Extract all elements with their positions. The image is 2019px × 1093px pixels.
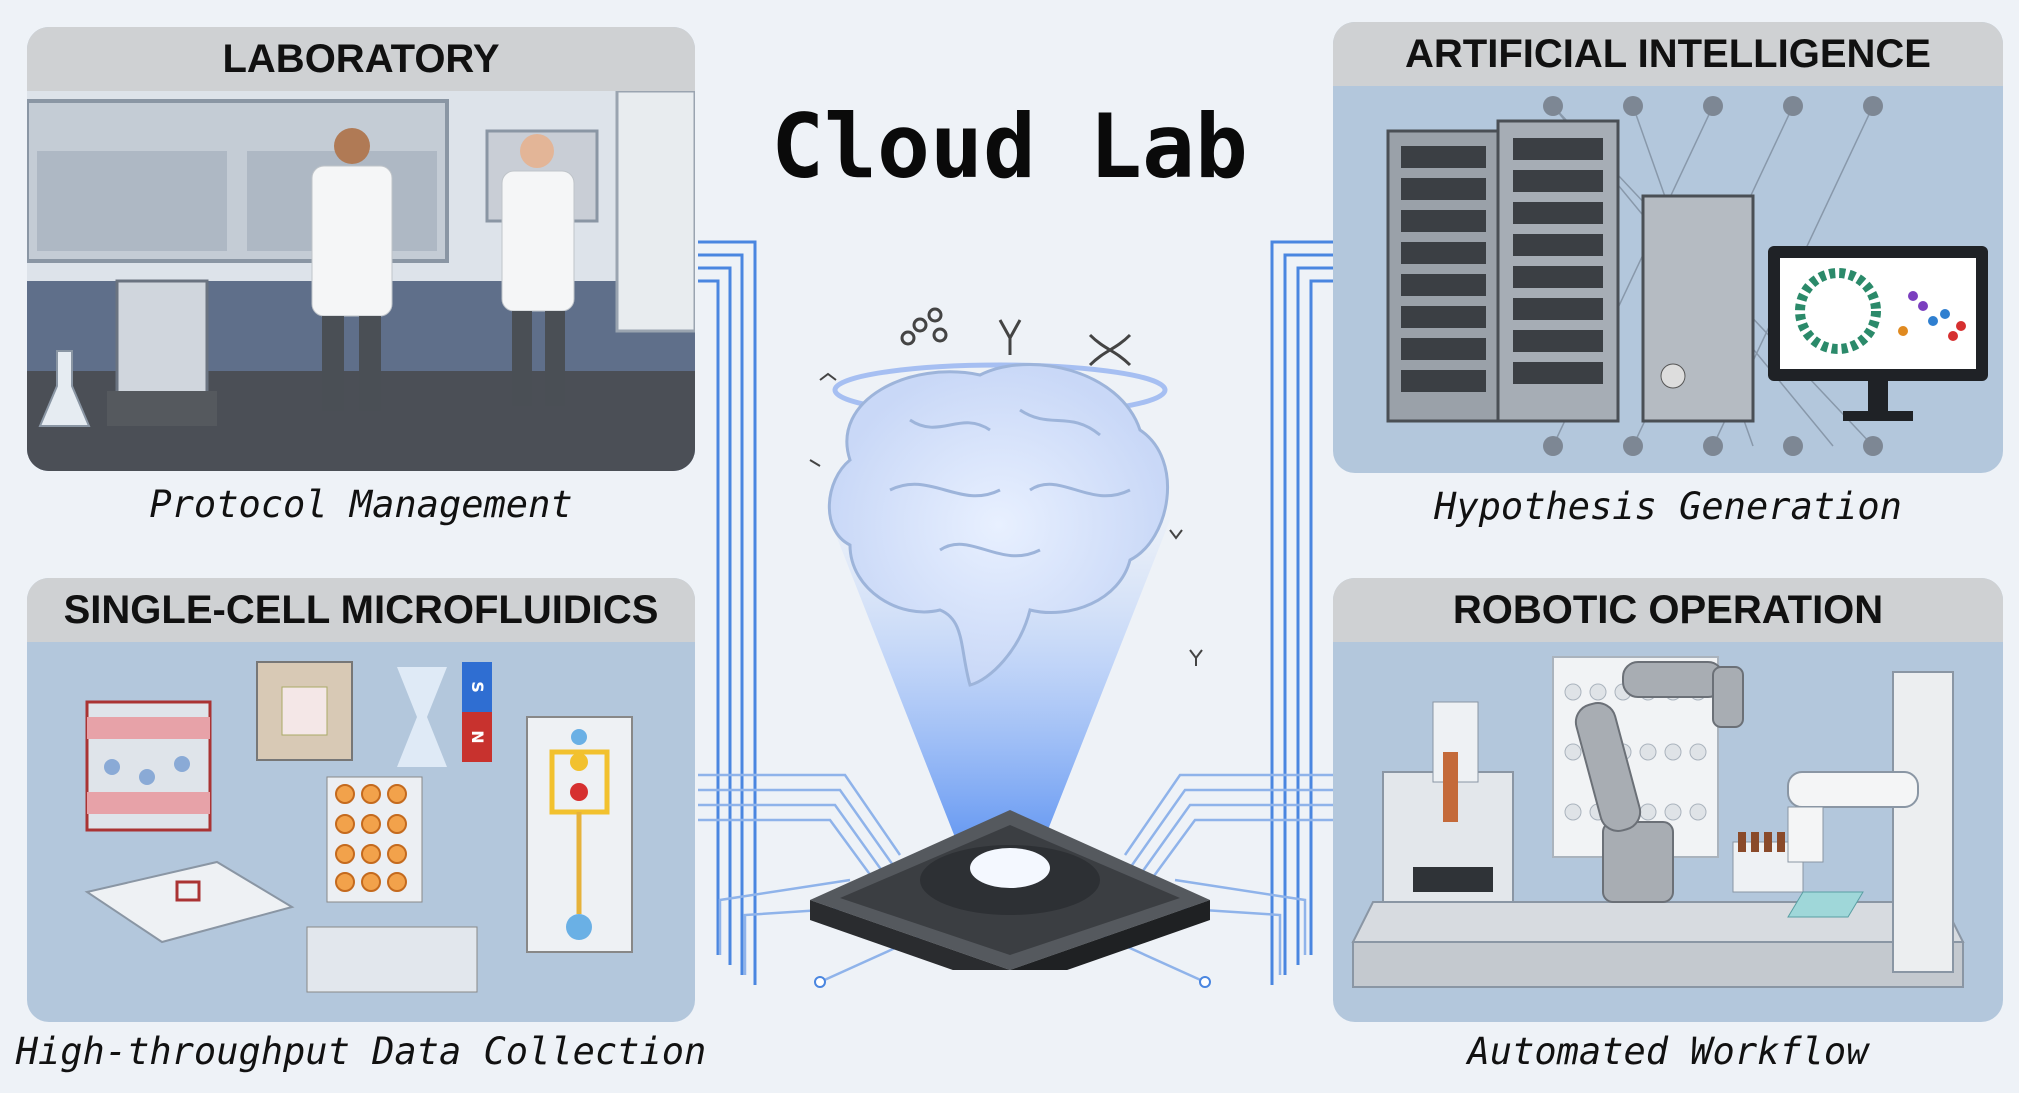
chip-hologram	[809, 307, 1210, 970]
page-title: Cloud Lab	[771, 95, 1248, 198]
microfluidics-panel: SINGLE-CELL MICROFLUIDICS S N	[27, 578, 695, 1022]
laboratory-panel: LABORATORY	[27, 27, 695, 471]
robotics-header: ROBOTIC OPERATION	[1333, 578, 2003, 642]
laboratory-header: LABORATORY	[27, 27, 695, 91]
ai-header: ARTIFICIAL INTELLIGENCE	[1333, 22, 2003, 86]
microfluidics-caption: High-throughput Data Collection	[15, 1030, 707, 1073]
ai-panel: ARTIFICIAL INTELLIGENCE	[1333, 22, 2003, 473]
robotics-illustration	[1351, 656, 1965, 988]
brain-icon	[827, 363, 1170, 687]
laboratory-illustration	[27, 91, 695, 471]
ai-illustration	[1386, 96, 1988, 456]
microfluidics-header: SINGLE-CELL MICROFLUIDICS	[27, 578, 695, 642]
ai-caption: Hypothesis Generation	[1434, 485, 1902, 528]
magnet-n-label: N	[468, 730, 487, 743]
magnet-s-label: S	[468, 681, 487, 693]
chip-icon	[810, 810, 1210, 970]
robotics-panel: ROBOTIC OPERATION	[1333, 578, 2003, 1022]
laboratory-caption: Protocol Management	[149, 483, 573, 526]
robotics-caption: Automated Workflow	[1467, 1030, 1869, 1073]
microfluidics-illustration: S N	[84, 661, 633, 993]
